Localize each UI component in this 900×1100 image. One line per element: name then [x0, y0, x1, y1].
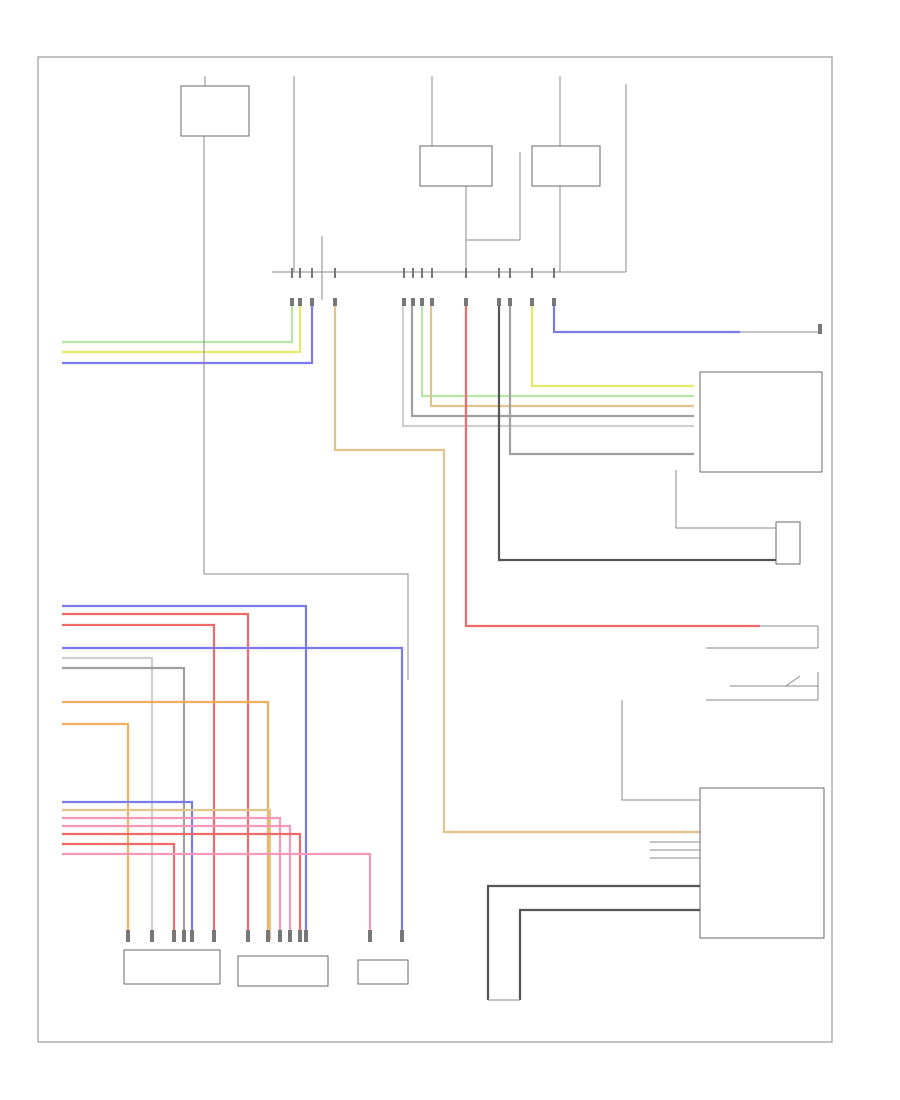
wire-sensor-top — [675, 470, 776, 529]
bus-pins — [290, 298, 556, 306]
diagram-frame — [37, 56, 833, 1043]
wire-pink-2 — [62, 824, 292, 940]
wire-tan-2 — [62, 808, 272, 940]
wire-dark-bottom-1 — [486, 884, 700, 1000]
right-top-terminal — [818, 324, 822, 334]
wire-dark-bottom-2 — [518, 908, 700, 1000]
wire-tan-long — [333, 306, 700, 834]
wire-blue-right-top — [552, 306, 740, 334]
wire-green-right — [420, 306, 694, 398]
right-ecu-box — [699, 371, 823, 473]
wire-yellow-left — [62, 300, 302, 354]
wire-blue-4 — [62, 800, 194, 940]
wire-tan-right — [429, 306, 694, 408]
bottom-mid-sensor-box — [237, 955, 329, 987]
wire-gray-4 — [62, 656, 154, 940]
wire-pink-1 — [62, 816, 282, 940]
wire-gray-right-3 — [508, 306, 694, 456]
wire-module-top — [621, 700, 700, 801]
wire-red-3 — [62, 832, 302, 940]
wire-red-1 — [62, 612, 250, 940]
right-bottom-module — [699, 787, 825, 939]
wire-orange-2 — [62, 722, 130, 940]
wire-pink-3 — [62, 852, 372, 940]
bottom-sensor-pins — [126, 930, 404, 942]
right-switch-blade — [785, 675, 801, 687]
switch-box-left — [419, 145, 493, 187]
wire-green-left — [62, 300, 294, 344]
bottom-right-sensor-box — [357, 959, 409, 985]
wire-red-long — [464, 306, 760, 628]
sensor-box — [775, 521, 801, 565]
bottom-left-sensor-box — [123, 949, 221, 985]
wire-red-4 — [62, 842, 176, 940]
top-left-relay-box — [180, 85, 250, 137]
wire-blue-2 — [62, 604, 308, 940]
switch-box-right — [531, 145, 601, 187]
wire-blue-left — [62, 300, 314, 365]
wire-gray-right-1 — [410, 306, 694, 418]
wire-yellow-right — [530, 306, 694, 388]
wire-gray-right-2 — [401, 306, 694, 428]
wire-gray-5 — [62, 666, 186, 940]
wire-orange-1 — [62, 700, 270, 940]
wire-blue-3 — [62, 646, 404, 940]
wire-dark-sensor — [497, 306, 776, 562]
left-gray-vertical — [203, 136, 409, 680]
bus-connector-stubs — [291, 268, 555, 278]
